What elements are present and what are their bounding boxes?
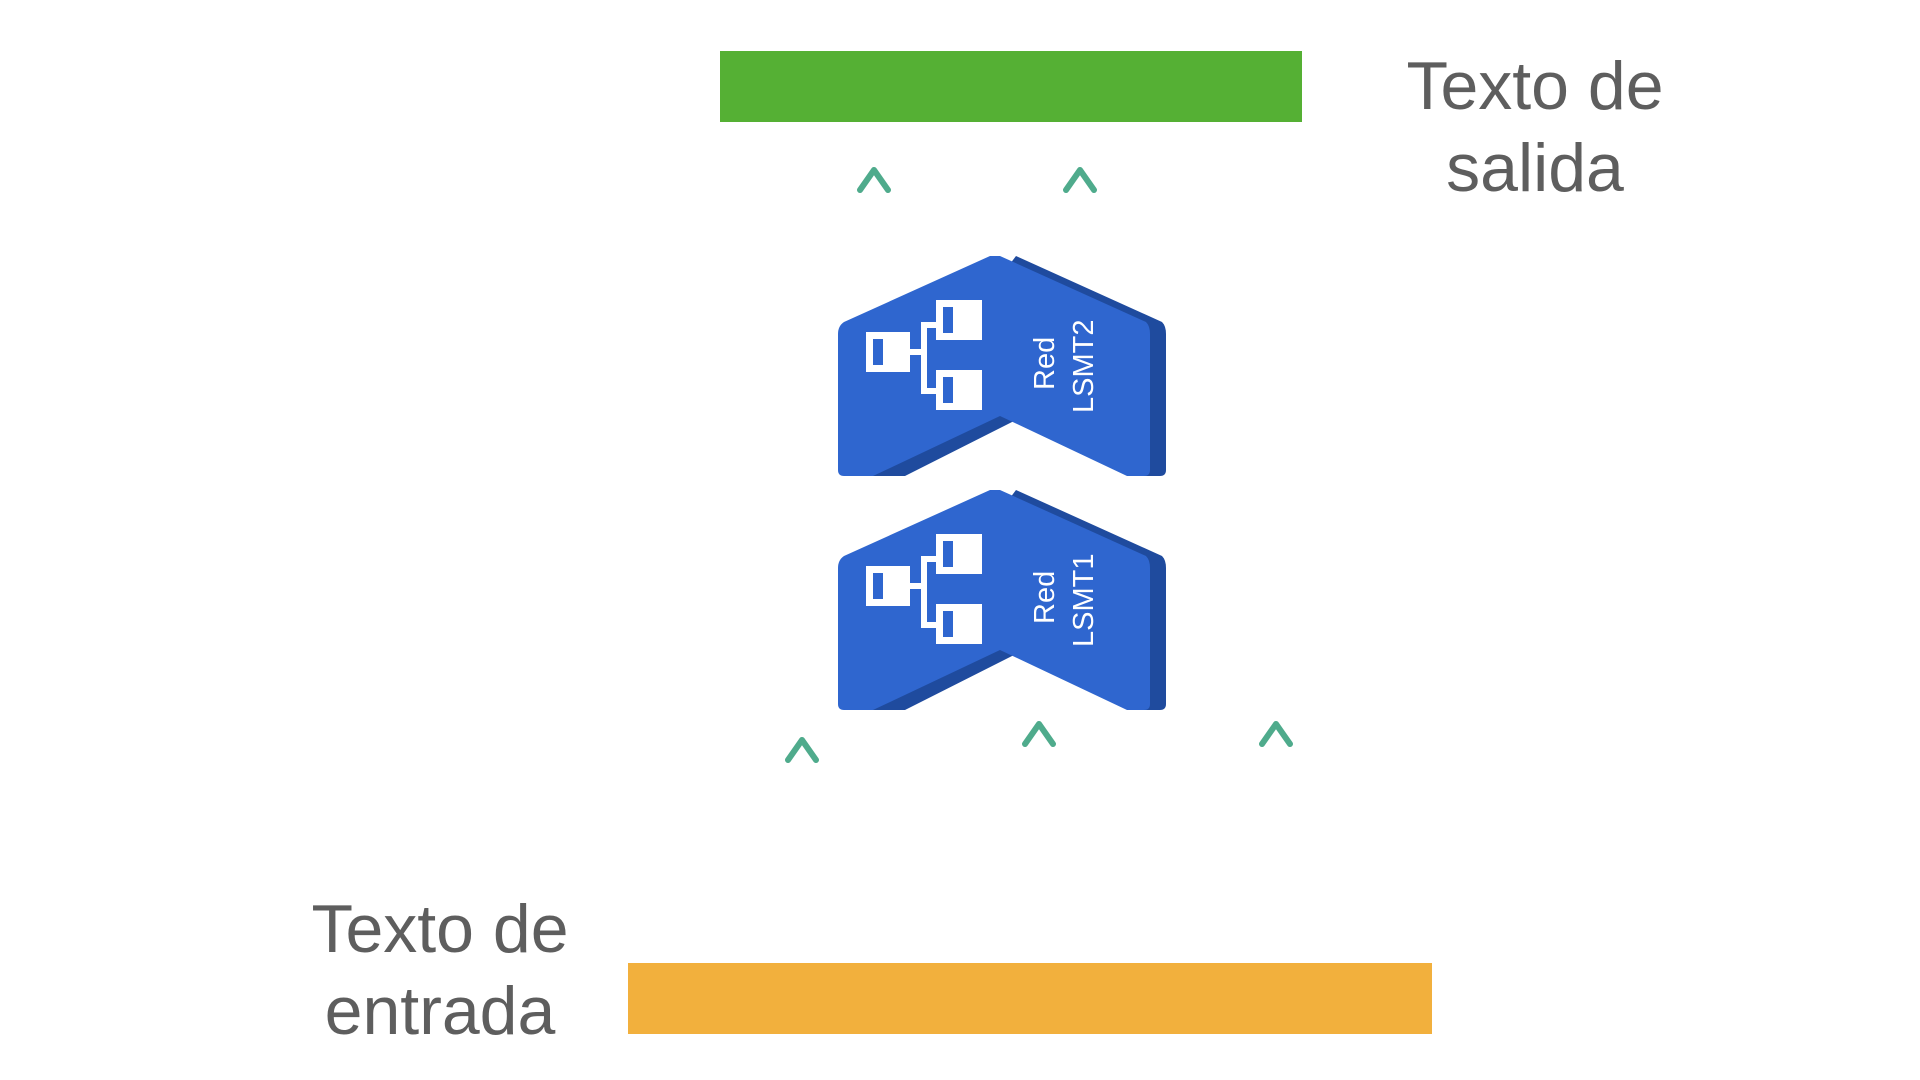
lstm-block-2: Red LSMT2 <box>838 256 1166 476</box>
arrow-up-icon <box>1063 167 1097 262</box>
arrow-up-icon <box>1259 721 1293 1010</box>
output-text-bar <box>720 51 1302 122</box>
output-text-label: Texto de salida <box>1370 45 1700 209</box>
layer-2-name: Red <box>1029 337 1061 390</box>
input-text-label: Texto de entrada <box>290 888 590 1052</box>
arrow-up-icon <box>857 167 891 262</box>
arrow-up-icon <box>785 737 819 1010</box>
input-text-line1: Texto de <box>311 891 569 967</box>
layer-2-model: LSMT2 <box>1068 320 1100 413</box>
input-text-line2: entrada <box>324 973 556 1049</box>
output-text-line2: salida <box>1446 130 1624 206</box>
layer-1-model: LSMT1 <box>1068 554 1100 647</box>
input-text-bar <box>628 963 1432 1034</box>
output-text-line1: Texto de <box>1406 48 1664 124</box>
arrow-up-icon <box>1022 721 1056 1010</box>
layer-1-name: Red <box>1029 571 1061 624</box>
lstm-block-1: Red LSMT1 <box>838 490 1166 710</box>
